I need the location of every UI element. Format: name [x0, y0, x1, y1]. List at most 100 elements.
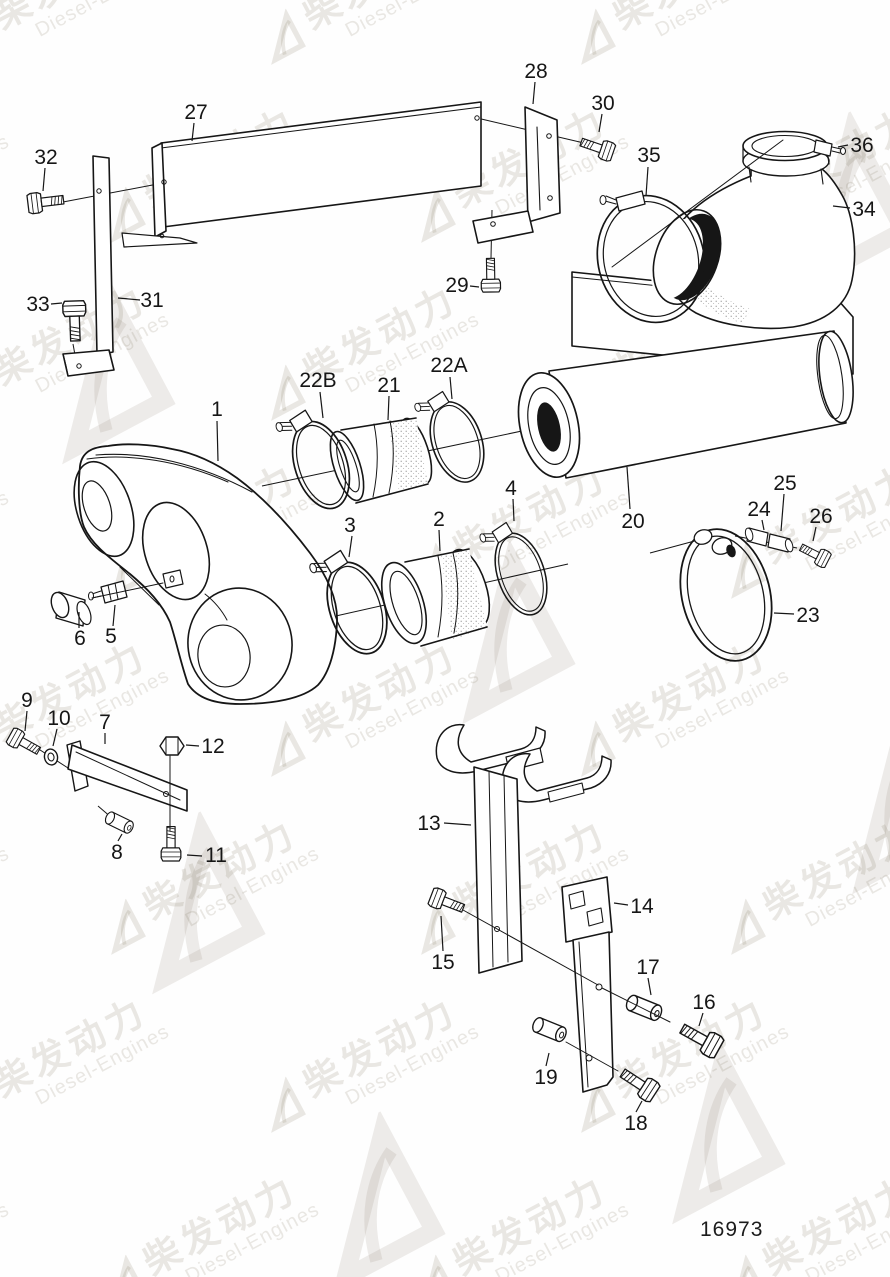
- leader-line-18: [635, 1100, 643, 1113]
- leader-line-23: [773, 612, 795, 615]
- diesel-engines-logo-icon: [271, 8, 306, 65]
- callout-4: 4: [505, 477, 517, 500]
- part-18-bolt: [615, 1062, 662, 1104]
- leader-line-17: [647, 977, 652, 996]
- callout-33: 33: [26, 293, 49, 316]
- callout-2: 2: [433, 508, 445, 531]
- callout-23: 23: [796, 604, 819, 627]
- leader-line-25: [780, 493, 785, 532]
- leader-line-2: [438, 529, 441, 552]
- diesel-engines-logo-icon: [731, 898, 766, 955]
- part-8-spacer: [102, 809, 136, 836]
- callout-24: 24: [747, 498, 771, 521]
- callout-1: 1: [211, 398, 223, 421]
- diesel-engines-logo-icon: [581, 720, 616, 777]
- part-29-bolt: [480, 257, 502, 293]
- diesel-engines-logo-icon: [672, 1039, 786, 1225]
- part-30-bolt: [577, 132, 617, 163]
- part-31-support-strip: [62, 155, 115, 377]
- part-36-rim-clamp-screw: [813, 139, 846, 157]
- part-32-bolt: [26, 188, 66, 215]
- leader-line-12: [185, 744, 200, 747]
- callout-9: 9: [21, 689, 33, 712]
- diesel-engines-logo-icon: [421, 898, 456, 955]
- watermark-logo-large: [602, 1034, 807, 1241]
- callout-29: 29: [445, 274, 468, 297]
- callout-7: 7: [99, 711, 111, 734]
- part-34-elbow-hose: [651, 130, 856, 330]
- leader-line-5: [112, 604, 116, 627]
- watermark-logo-large: [82, 804, 287, 1011]
- diesel-engines-logo-icon: [271, 1076, 306, 1133]
- callout-25: 25: [773, 472, 796, 495]
- callout-13: 13: [417, 812, 440, 835]
- callout-22B: 22B: [299, 369, 336, 392]
- diesel-engines-logo-icon: [731, 1254, 766, 1277]
- leader-line-24: [761, 519, 765, 531]
- diesel-engines-logo-icon: [332, 1109, 446, 1277]
- leader-line-20: [626, 466, 631, 510]
- part-10-washer: [42, 747, 60, 767]
- leader-line-36: [837, 144, 849, 148]
- callout-26: 26: [809, 505, 832, 528]
- callout-12: 12: [201, 735, 224, 758]
- diesel-engines-logo-icon: [152, 809, 266, 995]
- watermark-logo-large: [782, 704, 890, 911]
- diesel-engines-logo-icon: [581, 8, 616, 65]
- leader-line-13: [443, 822, 472, 826]
- leader-line-3: [348, 535, 353, 558]
- part-20-air-filter: [517, 330, 854, 479]
- leader-line-11: [186, 854, 203, 857]
- leader-line-22B: [319, 391, 324, 419]
- callout-10: 10: [47, 707, 70, 730]
- leader-line-21: [387, 395, 390, 421]
- diesel-engines-logo-icon: [111, 1254, 146, 1277]
- part-35-hose-clamp: [596, 190, 706, 324]
- callout-8: 8: [111, 841, 123, 864]
- leader-line-30: [598, 113, 603, 133]
- leader-line-33: [50, 302, 63, 305]
- callout-21: 21: [377, 374, 400, 397]
- part-19-spacer: [529, 1015, 569, 1044]
- part-14-bracket: [561, 876, 614, 1093]
- callout-30: 30: [591, 92, 614, 115]
- diesel-engines-logo-icon: [421, 186, 456, 243]
- callout-28: 28: [524, 60, 547, 83]
- callout-16: 16: [692, 991, 715, 1014]
- callout-18: 18: [624, 1112, 647, 1135]
- callout-22A: 22A: [430, 354, 467, 377]
- callout-20: 20: [621, 510, 644, 533]
- callout-27: 27: [184, 101, 207, 124]
- part-12-nut: [159, 736, 185, 756]
- part-28-bracket: [472, 106, 561, 244]
- callout-3: 3: [344, 514, 356, 537]
- leader-line-9: [24, 710, 28, 732]
- part-6-plug: [50, 591, 92, 627]
- leader-line-26: [812, 526, 817, 542]
- leader-line-29: [469, 285, 480, 288]
- part-23-band-clamp: [679, 528, 773, 662]
- leader-line-35: [645, 166, 649, 197]
- callout-11: 11: [205, 844, 227, 867]
- leader-line-31: [117, 297, 141, 301]
- part-13-saddle-bracket: [435, 723, 612, 974]
- diesel-engines-logo-icon: [421, 1254, 456, 1277]
- part-21-hose: [329, 417, 433, 504]
- callout-32: 32: [34, 146, 57, 169]
- diesel-engines-logo-icon: [852, 709, 890, 895]
- leader-line-16: [698, 1012, 704, 1027]
- leader-line-8: [117, 833, 123, 842]
- diesel-engines-logo-icon: [111, 186, 146, 243]
- callout-19: 19: [534, 1066, 557, 1089]
- leader-line-28: [532, 81, 536, 105]
- part-26-bolt: [796, 538, 833, 570]
